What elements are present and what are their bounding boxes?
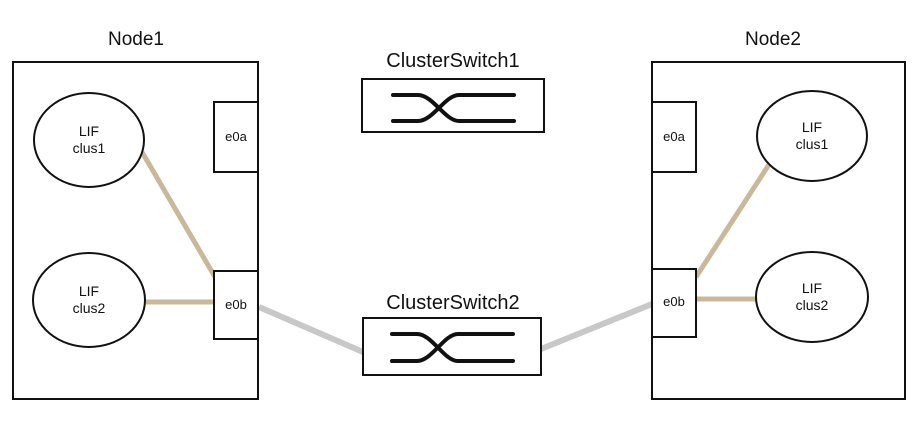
- cluster-switch-2: ClusterSwitch2: [362, 292, 542, 376]
- node2-lif-clus1-line1: LIF: [802, 119, 822, 135]
- switch2-box: [362, 317, 542, 376]
- node2: Node2 LIF clus1 LIF clus2 e0a e0b: [651, 29, 906, 400]
- node1-port-e0b: [213, 270, 259, 340]
- node1-lif-clus2: [32, 252, 146, 348]
- node1-port-e0a: [213, 101, 259, 173]
- node1-lif-clus1-line1: LIF: [79, 123, 99, 139]
- node2-title: Node2: [745, 29, 801, 50]
- cluster-switch-1: ClusterSwitch1: [361, 50, 545, 133]
- node1: Node1 LIF clus1 LIF clus2 e0a e0b: [12, 29, 259, 400]
- node2-lif-clus2-line2: clus2: [796, 297, 829, 313]
- node1-port-e0a-label: e0a: [225, 129, 247, 144]
- node2-port-e0b-label: e0b: [663, 294, 685, 309]
- node1-title: Node1: [108, 29, 164, 50]
- node2-lif-clus2-line1: LIF: [802, 280, 822, 296]
- switch1-box: [361, 78, 545, 133]
- node1-lif-clus1-line2: clus1: [73, 140, 106, 156]
- node1-lif-clus1: [33, 92, 145, 188]
- node2-lif-clus1-line2: clus1: [796, 136, 829, 152]
- link-node2-e0b-clus1: [693, 161, 773, 279]
- switch2-title: ClusterSwitch2: [386, 292, 519, 314]
- node1-lif-clus2-line2: clus2: [73, 300, 106, 316]
- node2-port-e0b: [651, 268, 697, 338]
- link-node1-clus1-e0b: [139, 150, 218, 279]
- crossover-switch-icon: [391, 93, 516, 123]
- link-node1-e0b-switch2: [257, 304, 365, 355]
- node1-lif-clus2-line1: LIF: [79, 283, 99, 299]
- switch1-title: ClusterSwitch1: [386, 50, 519, 72]
- node2-port-e0a-label: e0a: [663, 129, 685, 144]
- node2-lif-clus2: [755, 251, 869, 343]
- node1-port-e0b-label: e0b: [225, 297, 247, 312]
- node2-box: [651, 61, 906, 400]
- node2-lif-clus1: [756, 90, 868, 182]
- node2-port-e0a: [651, 101, 697, 173]
- node1-box: [12, 61, 259, 400]
- links: [139, 150, 773, 355]
- link-switch2-node2-e0b: [539, 301, 654, 352]
- crossover-switch-icon: [390, 332, 515, 363]
